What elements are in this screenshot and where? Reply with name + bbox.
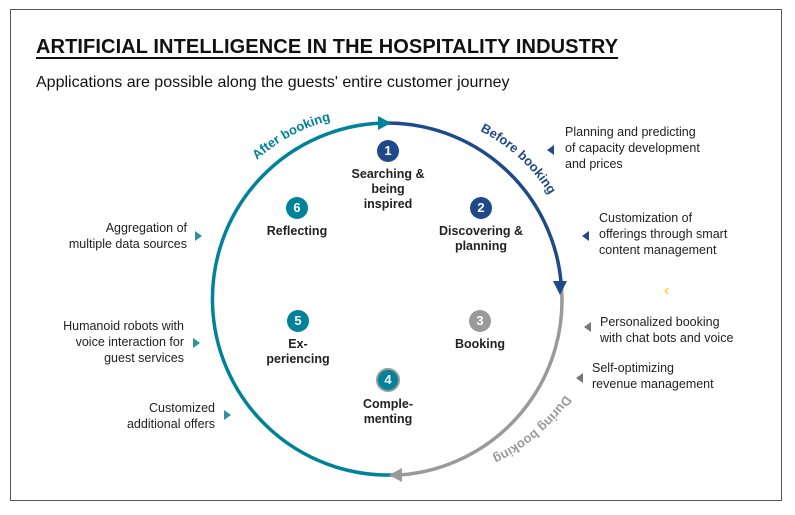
page-title: ARTIFICIAL INTELLIGENCE IN THE HOSPITALI… <box>36 36 619 58</box>
stage-4: 4 Comple- menting <box>348 368 428 427</box>
note-line: of capacity development <box>565 141 700 155</box>
stage-label-line: Discovering & <box>438 224 524 238</box>
note-line: voice interaction for <box>75 335 184 349</box>
left-note-1: Aggregation of multiple data sources <box>40 220 187 252</box>
stage-label-line: planning <box>454 239 508 253</box>
note-line: Personalized booking <box>600 315 720 329</box>
pointer-arrow-icon <box>547 145 554 155</box>
pointer-arrow-icon <box>224 410 231 420</box>
pointer-arrow-icon <box>582 231 589 241</box>
note-line: Self-optimizing <box>592 361 674 375</box>
stage-label-line: Ex- <box>288 337 308 351</box>
before-booking-arc <box>383 121 563 283</box>
pointer-arrow-icon <box>576 373 583 383</box>
note-line: additional offers <box>126 417 215 431</box>
stage-5: 5 Ex- periencing <box>258 310 338 367</box>
stage-label-line: menting <box>363 412 413 426</box>
stage-label-line: periencing <box>266 352 330 366</box>
left-note-2: Humanoid robots with voice interaction f… <box>30 318 184 366</box>
stage-number: 1 <box>377 140 399 162</box>
note-line: offerings through smart <box>599 227 728 241</box>
note-line: Planning and predicting <box>565 125 696 139</box>
note-line: Customization of <box>599 211 693 225</box>
note-line: and prices <box>565 157 623 171</box>
stage-1: 1 Searching & being inspired <box>340 140 436 212</box>
figure-frame <box>10 9 782 501</box>
stage-3: 3 Booking <box>440 310 520 352</box>
after-booking-arc <box>210 121 394 477</box>
note-line: with chat bots and voice <box>600 331 734 345</box>
stage-6: 6 Reflecting <box>257 197 337 239</box>
page-subtitle: Applications are possible along the gues… <box>36 74 510 91</box>
stage-label-line: inspired <box>363 197 413 211</box>
stage-number: 6 <box>286 197 308 219</box>
stage-number: 5 <box>287 310 309 332</box>
right-note-4: Self-optimizing revenue management <box>592 360 714 392</box>
note-line: content management <box>599 243 717 257</box>
left-note-3: Customized additional offers <box>100 400 215 432</box>
pointer-arrow-icon <box>193 338 200 348</box>
pointer-arrow-icon <box>584 322 591 332</box>
during-booking-arc <box>399 281 564 477</box>
note-line: Customized <box>149 401 215 415</box>
note-line: Aggregation of <box>105 221 187 235</box>
stage-label-line: Booking <box>455 337 505 351</box>
stage-label-line: being <box>371 182 405 196</box>
stage-2: 2 Discovering & planning <box>425 197 537 254</box>
stage-number: 4 <box>376 368 400 392</box>
before-booking-arrowhead <box>553 281 567 295</box>
chevron-left-icon: ‹ <box>664 282 670 299</box>
after-booking-arrowhead <box>378 116 391 130</box>
stage-number: 2 <box>470 197 492 219</box>
stage-number: 3 <box>469 310 491 332</box>
stage-label-line: Comple- <box>363 397 413 411</box>
note-line: multiple data sources <box>68 237 187 251</box>
pointer-arrow-icon <box>195 231 202 241</box>
note-line: guest services <box>104 351 184 365</box>
during-booking-arrowhead <box>389 468 402 482</box>
right-note-2: Customization of offerings through smart… <box>599 210 727 258</box>
note-line: Humanoid robots with <box>63 319 184 333</box>
stage-label-line: Searching & <box>351 167 425 181</box>
right-note-3: Personalized booking with chat bots and … <box>600 314 733 346</box>
right-note-1: Planning and predicting of capacity deve… <box>565 124 700 172</box>
note-line: revenue management <box>592 377 714 391</box>
stage-label-line: Reflecting <box>266 224 328 238</box>
